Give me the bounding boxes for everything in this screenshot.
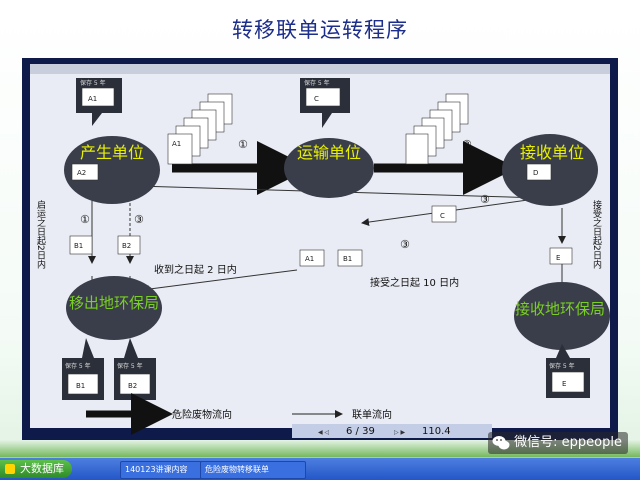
flow-diagram: 产生单位 运输单位 接收单位 移出地环保局 接收地环保局 A2 D 保存 5 年… bbox=[30, 64, 610, 438]
stack1-a1: A1 bbox=[172, 140, 181, 148]
grass-decoration bbox=[0, 440, 640, 458]
receive-bureau-label: 接收地环保局 bbox=[515, 300, 605, 318]
taskbar-item-lecture[interactable]: 140123讲课内容 bbox=[120, 461, 202, 479]
slide-title: 转移联单运转程序 bbox=[232, 18, 408, 42]
viewer-next-icons: ▷ ▶ bbox=[394, 429, 406, 436]
callout-c-label: C bbox=[314, 95, 319, 103]
origin-bureau-label: 移出地环保局 bbox=[69, 294, 159, 312]
doc-a1-bottom: A1 bbox=[305, 255, 314, 263]
doc-b1-bottom: B1 bbox=[343, 255, 352, 263]
receiver-label: 接收单位 bbox=[520, 143, 584, 162]
doc-a2-label: A2 bbox=[77, 169, 86, 177]
viewer-page[interactable]: 6 / 39 bbox=[346, 426, 375, 437]
taskbar-item-manifest[interactable]: 危险废物转移联单 bbox=[200, 461, 306, 479]
step-1-top: ① bbox=[238, 138, 248, 151]
taskbar: 大数据库 140123讲课内容 危险废物转移联单 bbox=[0, 457, 640, 480]
step-3-left: ③ bbox=[134, 213, 144, 226]
windows-icon bbox=[5, 464, 15, 474]
note-two-days: 收到之日起 2 日内 bbox=[154, 263, 237, 276]
doc-e-right: E bbox=[556, 254, 560, 262]
wechat-text: 微信号: eppeople bbox=[514, 435, 622, 450]
start-label: 大数据库 bbox=[20, 462, 64, 475]
flow-diagram-photo: 产生单位 运输单位 接收单位 移出地环保局 接收地环保局 A2 D 保存 5 年… bbox=[22, 58, 618, 440]
legend-waste-label: 危险废物流向 bbox=[172, 408, 232, 421]
wechat-icon bbox=[492, 436, 510, 450]
producer-node bbox=[64, 136, 160, 204]
producer-label: 产生单位 bbox=[80, 143, 144, 162]
transporter-node bbox=[284, 138, 374, 198]
callout-a1-keep: 保存 5 年 bbox=[80, 79, 106, 87]
note-ten-days: 接受之日起 10 日内 bbox=[370, 276, 459, 289]
origin-bureau-node bbox=[66, 276, 162, 340]
callout-e-label: E bbox=[562, 380, 566, 388]
legend-manifest-label: 联单流向 bbox=[352, 408, 392, 421]
callout-c-keep: 保存 5 年 bbox=[304, 79, 330, 87]
step-1-left: ① bbox=[80, 213, 90, 226]
callout-b1-keep: 保存 5 年 bbox=[65, 362, 91, 370]
doc-b1-left: B1 bbox=[74, 242, 83, 250]
wechat-watermark: 微信号: eppeople bbox=[488, 432, 628, 454]
viewer-nav-icons: ◀ ◁ bbox=[318, 429, 330, 436]
start-button[interactable]: 大数据库 bbox=[0, 460, 72, 478]
callout-b1-label: B1 bbox=[76, 382, 85, 390]
callout-e-keep: 保存 5 年 bbox=[549, 362, 575, 370]
callout-b2-label: B2 bbox=[128, 382, 137, 390]
manifest-stack-2 bbox=[405, 93, 469, 165]
viewer-zoom[interactable]: 110.4 bbox=[422, 426, 451, 437]
manifest-stack-1: A1 bbox=[167, 93, 233, 165]
step-2-top: ② bbox=[462, 138, 472, 151]
step-3-right: ③ bbox=[480, 193, 490, 206]
transporter-label: 运输单位 bbox=[297, 143, 361, 162]
note-receive-vertical: 接受之日起2日内 bbox=[591, 199, 602, 270]
step-3-bottom: ③ bbox=[400, 238, 410, 251]
doc-b2-left: B2 bbox=[122, 242, 131, 250]
callout-a1-label: A1 bbox=[88, 95, 97, 103]
receive-bureau-node bbox=[514, 282, 610, 350]
note-dispatch-vertical: 启运之日起2日内 bbox=[35, 199, 46, 270]
callout-b2-keep: 保存 5 年 bbox=[117, 362, 143, 370]
doc-d-inner-label: D bbox=[533, 169, 538, 177]
doc-c-return: C bbox=[440, 212, 445, 220]
